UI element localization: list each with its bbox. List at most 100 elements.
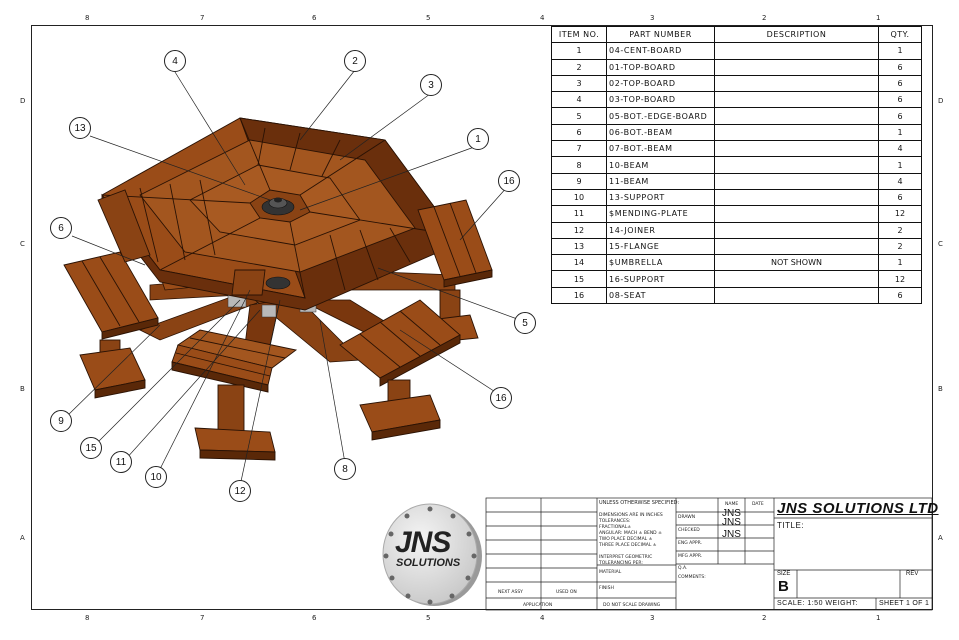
bom-qty: 6	[878, 74, 922, 93]
finish-label: FINISH	[599, 586, 614, 591]
balloon-13: 13	[69, 117, 91, 139]
bom-item-no: 8	[551, 156, 607, 174]
bom-description	[714, 172, 879, 190]
bom-header-item: ITEM NO.	[551, 25, 607, 44]
bom-description	[714, 205, 879, 223]
balloon-4: 4	[164, 50, 186, 72]
bom-description	[714, 123, 879, 142]
bom-item-no: 11	[551, 205, 607, 223]
name-header: NAME	[725, 502, 739, 507]
tolerances-label: TOLERANCES:	[599, 519, 631, 524]
sheet-label: SHEET 1 OF 1	[879, 600, 930, 607]
date-header: DATE	[752, 502, 764, 507]
checked-by: JNS	[722, 517, 741, 528]
interpret-geometric: INTERPRET GEOMETRIC	[599, 555, 653, 560]
balloon-15: 15	[80, 437, 102, 459]
bom-description	[714, 74, 879, 93]
balloon-16: 16	[498, 170, 520, 192]
bom-description	[714, 140, 879, 158]
seats	[63, 189, 493, 461]
balloon-12: 12	[229, 480, 251, 502]
eng-appr-label: ENG APPR.	[678, 541, 703, 546]
balloon-10: 10	[145, 466, 167, 488]
bom-item-no: 6	[551, 123, 607, 142]
bom-part-number: 13-SUPPORT	[606, 188, 715, 207]
balloon-6: 6	[50, 217, 72, 239]
zone-right-b: B	[938, 385, 943, 393]
bom-item-no: 5	[551, 107, 607, 125]
bom-description	[714, 221, 879, 239]
title-label: TITLE:	[777, 521, 805, 530]
title-block-grid	[485, 497, 933, 611]
scale-weight-label: SCALE: 1:50 WEIGHT:	[777, 600, 859, 607]
bom-description	[714, 107, 879, 125]
drawn-by: JNS	[722, 508, 741, 519]
zone-left-d: D	[20, 97, 26, 105]
three-place-tolerance: THREE PLACE DECIMAL ±	[599, 543, 657, 548]
used-on-label: USED ON	[556, 590, 577, 595]
bom-part-number: 03-TOP-BOARD	[606, 91, 715, 109]
zone-left-c: C	[20, 240, 25, 248]
next-assy-label: NEXT ASSY	[498, 590, 523, 595]
jns-logo-disc	[382, 503, 482, 606]
zone-right-c: C	[938, 240, 943, 248]
bom-header-part: PART NUMBER	[606, 25, 715, 44]
checked-label: CHECKED	[678, 528, 700, 533]
bom-part-number: $UMBRELLA	[606, 254, 715, 272]
balloon-8: 8	[334, 458, 356, 480]
zone-bottom-7: 7	[200, 614, 205, 622]
bom-header-row: ITEM NO. PART NUMBER DESCRIPTION QTY.	[551, 25, 922, 44]
bom-part-number: 07-BOT.-BEAM	[606, 140, 715, 158]
bom-description	[714, 237, 879, 256]
zone-top-2: 2	[762, 14, 767, 22]
size-value: B	[778, 578, 789, 595]
bom-qty: 2	[878, 237, 922, 256]
two-place-tolerance: TWO PLACE DECIMAL ±	[599, 537, 653, 542]
bom-item-no: 15	[551, 270, 607, 288]
bom-item-no: 14	[551, 254, 607, 272]
bom-part-number: 05-BOT.-EDGE-BOARD	[606, 107, 715, 125]
bom-qty: 4	[878, 140, 922, 158]
qa-label: Q.A.	[678, 566, 688, 571]
dimensions-note: DIMENSIONS ARE IN INCHES	[599, 513, 663, 518]
bom-item-no: 9	[551, 172, 607, 190]
balloon-1: 1	[467, 128, 489, 150]
bom-qty: 1	[878, 123, 922, 142]
balloon-16: 16	[490, 387, 512, 409]
bom-qty: 6	[878, 91, 922, 109]
bom-qty: 12	[878, 205, 922, 223]
zone-top-3: 3	[650, 14, 655, 22]
zone-bottom-1: 1	[876, 614, 881, 622]
bom-item-no: 2	[551, 58, 607, 76]
tolerancing-per: TOLERANCING PER:	[599, 561, 643, 566]
balloon-3: 3	[420, 74, 442, 96]
mfg-appr-label: MFG APPR.	[678, 554, 703, 559]
bom-description	[714, 58, 879, 76]
balloon-5: 5	[514, 312, 536, 334]
zone-top-7: 7	[200, 14, 205, 22]
eng-approved-by: JNS	[722, 529, 741, 540]
bom-qty: 6	[878, 107, 922, 125]
zone-bottom-5: 5	[426, 614, 431, 622]
do-not-scale-label: DO NOT SCALE DRAWING	[603, 603, 661, 608]
bom-part-number: 11-BEAM	[606, 172, 715, 190]
bom-item-no: 16	[551, 286, 607, 305]
bom-part-number: 01-TOP-BOARD	[606, 58, 715, 76]
bom-qty: 6	[878, 58, 922, 76]
zone-bottom-2: 2	[762, 614, 767, 622]
zone-left-b: B	[20, 385, 25, 393]
drawing-border	[31, 25, 933, 610]
zone-bottom-3: 3	[650, 614, 655, 622]
bom-part-number: 14-JOINER	[606, 221, 715, 239]
bom-qty: 12	[878, 270, 922, 288]
unless-specified-label: UNLESS OTHERWISE SPECIFIED:	[599, 500, 680, 506]
zone-bottom-4: 4	[540, 614, 545, 622]
